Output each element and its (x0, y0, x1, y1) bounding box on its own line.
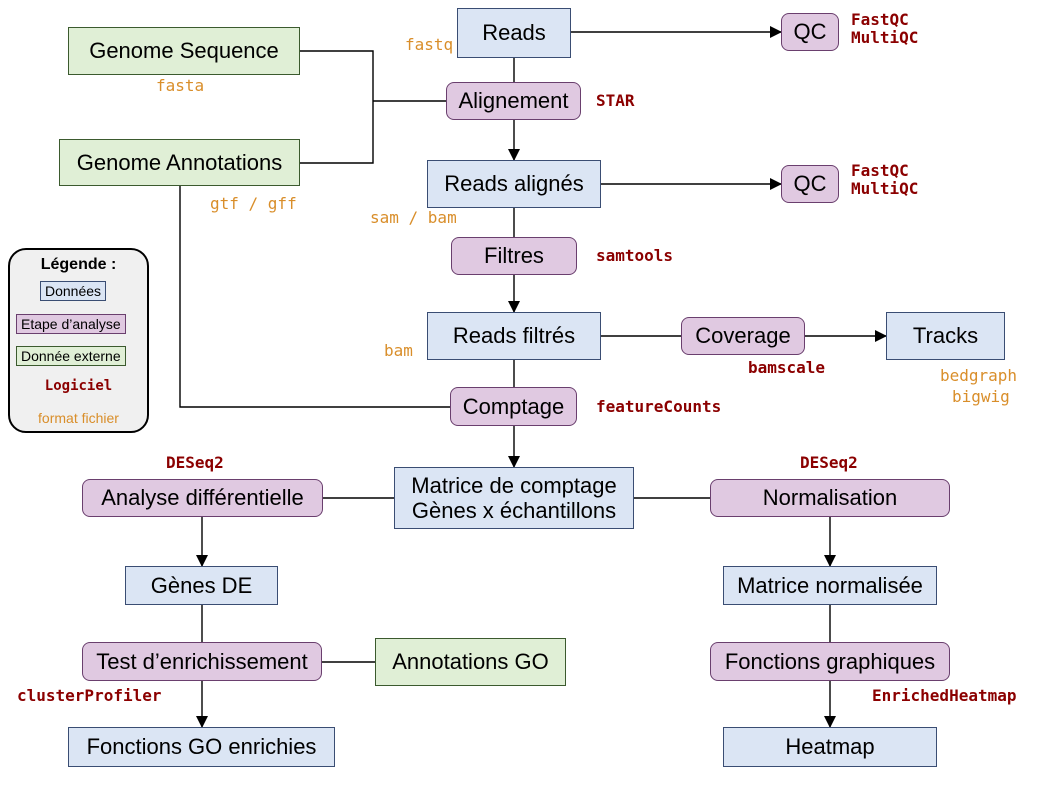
node-normalisation: Normalisation (710, 479, 950, 517)
format-bam: bam (384, 341, 413, 360)
software-multiqc-2: MultiQC (851, 179, 919, 199)
legend-format-fichier: format fichier (38, 410, 119, 426)
edge-genome-to-alignement (300, 50, 374, 164)
node-genome-sequence: Genome Sequence (68, 27, 300, 75)
node-fonctions-graphiques: Fonctions graphiques (710, 642, 950, 681)
node-coverage: Coverage (681, 317, 805, 355)
node-genome-annotations: Genome Annotations (59, 139, 300, 186)
software-bamscale: bamscale (748, 358, 826, 377)
format-fasta: fasta (156, 76, 205, 95)
software-samtools: samtools (596, 246, 674, 265)
node-annotations-go: Annotations GO (375, 638, 566, 686)
legend-donnees: Données (40, 281, 107, 301)
software-deseq2-right: DESeq2 (800, 453, 858, 472)
software-qc-2: FastQC MultiQC (851, 161, 919, 199)
software-fastqc-2: FastQC (851, 161, 909, 180)
node-reads-filtres: Reads filtrés (427, 312, 601, 360)
node-qc-2: QC (781, 165, 839, 203)
software-enrichedheatmap: EnrichedHeatmap (872, 686, 1017, 705)
legend-logiciel: Logiciel (44, 378, 113, 394)
matrice-line-1: Matrice de comptage (411, 472, 617, 498)
node-reads: Reads (457, 8, 571, 58)
node-fonctions-go-enrichies: Fonctions GO enrichies (68, 727, 335, 767)
format-sam-bam: sam / bam (370, 208, 457, 227)
node-filtres: Filtres (451, 237, 577, 275)
software-qc-1: FastQC MultiQC (851, 10, 919, 48)
format-fastq: fastq (405, 35, 454, 54)
edge-annotations-comptage (179, 186, 450, 408)
format-bedgraph: bedgraph (940, 366, 1018, 385)
node-heatmap: Heatmap (723, 727, 937, 767)
software-clusterprofiler: clusterProfiler (17, 686, 162, 705)
format-gtf-gff: gtf / gff (210, 194, 297, 213)
node-tracks: Tracks (886, 312, 1005, 360)
node-comptage: Comptage (450, 387, 577, 426)
node-analyse-differentielle: Analyse différentielle (82, 479, 323, 517)
software-star: STAR (596, 91, 635, 110)
software-deseq2-left: DESeq2 (166, 453, 224, 472)
software-featurecounts: featureCounts (596, 397, 722, 416)
legend-donnee-externe: Donnée externe (16, 346, 126, 366)
matrice-line-2: Gènes x échantillons (411, 498, 617, 523)
node-matrice-comptage: Matrice de comptage Gènes x échantillons (394, 467, 634, 529)
legend-title: Légende : (40, 256, 117, 273)
node-alignement: Alignement (446, 82, 581, 120)
node-test-enrichissement: Test d’enrichissement (82, 642, 322, 681)
node-matrice-normalisee: Matrice normalisée (723, 566, 937, 605)
format-bigwig: bigwig (952, 387, 1010, 406)
node-reads-alignes: Reads alignés (427, 160, 601, 208)
software-fastqc-1: FastQC (851, 10, 909, 29)
legend: Légende : Données Etape d’analyse Donnée… (8, 248, 149, 433)
node-qc-1: QC (781, 13, 839, 51)
legend-etape-analyse: Etape d’analyse (16, 314, 126, 334)
software-multiqc-1: MultiQC (851, 28, 919, 48)
node-genes-de: Gènes DE (125, 566, 278, 605)
